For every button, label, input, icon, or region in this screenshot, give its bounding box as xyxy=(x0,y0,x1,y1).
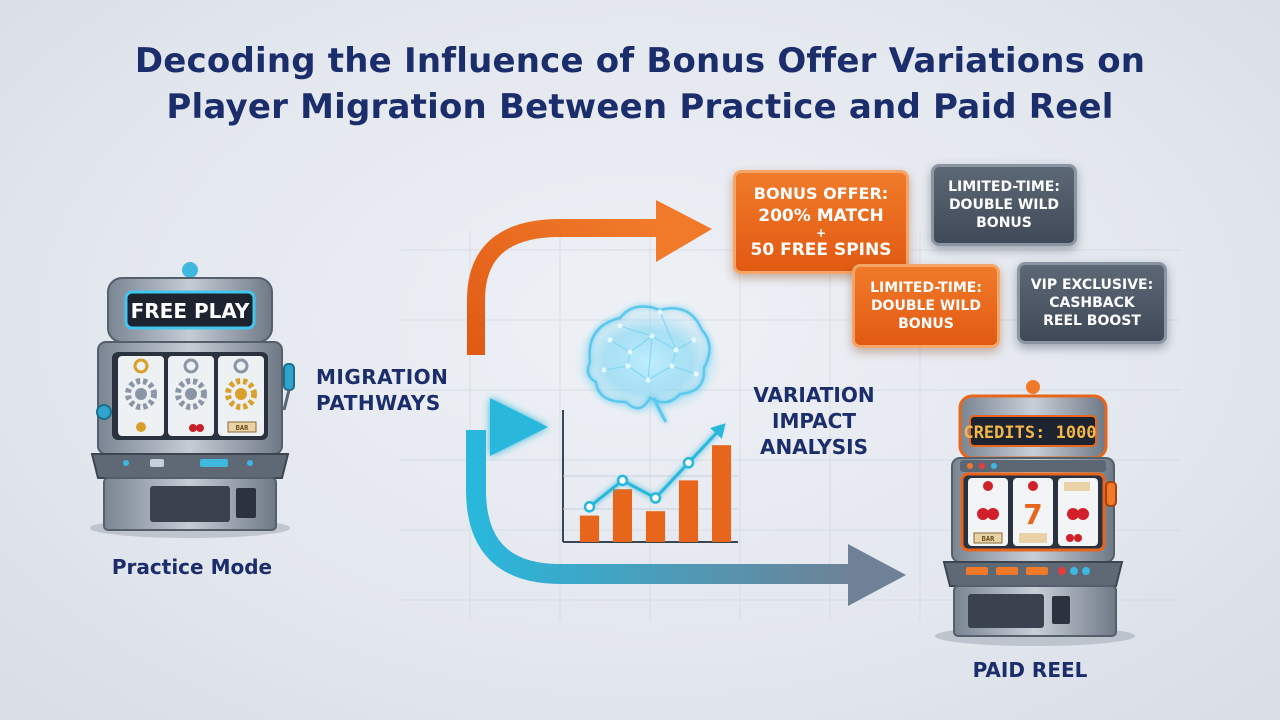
page-title: Decoding the Influence of Bonus Offer Va… xyxy=(40,38,1240,130)
variation-line-2: IMPACT xyxy=(772,409,856,433)
beacon-light xyxy=(182,262,198,278)
limited-time-card-orange: LIMITED-TIME: DOUBLE WILD BONUS xyxy=(852,264,1000,348)
orange-pathway-arrow xyxy=(467,219,660,355)
limited-orange-heading: LIMITED-TIME: xyxy=(870,280,982,296)
trend-point-2 xyxy=(616,474,629,487)
vip-heading: VIP EXCLUSIVE: xyxy=(1030,277,1154,293)
trend-point-3 xyxy=(649,492,662,504)
practice-mode-label: Practice Mode xyxy=(111,555,273,579)
migration-pathways-label: MIGRATION PATHWAYS xyxy=(316,364,486,416)
migration-line-2: PATHWAYS xyxy=(316,391,441,415)
chart-bar-3 xyxy=(645,511,666,542)
cherry-icon-1 xyxy=(977,508,999,520)
gear-icon-2 xyxy=(175,378,207,410)
limited-gray-line-3: BONUS xyxy=(976,215,1032,231)
variation-impact-label: VARIATION IMPACT ANALYSIS xyxy=(724,382,904,460)
vip-line-2: CASHBACK xyxy=(1049,295,1135,311)
seven-symbol: 7 xyxy=(1023,498,1042,531)
trend-arrowhead xyxy=(710,423,726,439)
credits-value: 1000 xyxy=(1056,423,1097,443)
chart-bar-2 xyxy=(612,489,633,542)
limited-gray-heading: LIMITED-TIME: xyxy=(948,179,1060,195)
chart-bar-5 xyxy=(711,445,732,542)
cherry-icon-2 xyxy=(1067,508,1089,520)
paid-bar-symbol: BAR xyxy=(982,535,995,543)
chart-bar-4 xyxy=(678,480,699,542)
orange-arrowhead xyxy=(656,200,712,262)
bonus-offer-card: BONUS OFFER: 200% MATCH + 50 FREE SPINS xyxy=(733,170,909,274)
bonus-offer-heading: BONUS OFFER: xyxy=(753,184,889,203)
bonus-offer-spins: 50 FREE SPINS xyxy=(750,240,892,260)
paid-reel-label: PAID REEL xyxy=(972,658,1088,682)
migration-line-1: MIGRATION xyxy=(316,365,449,389)
limited-gray-line-2: DOUBLE WILD xyxy=(948,197,1060,213)
impact-chart xyxy=(562,410,738,543)
bonus-offer-match: 200% MATCH xyxy=(758,206,884,226)
limited-time-card-gray: LIMITED-TIME: DOUBLE WILD BONUS xyxy=(931,164,1077,246)
limited-orange-line-2: DOUBLE WILD xyxy=(870,298,982,314)
chart-bar-1 xyxy=(579,515,600,542)
credits-label: CREDITS: xyxy=(963,423,1045,443)
slate-arrowhead xyxy=(848,544,906,606)
paid-beacon-light xyxy=(1026,380,1040,394)
trend-point-4 xyxy=(682,457,695,469)
limited-orange-line-3: BONUS xyxy=(898,316,954,332)
brain-icon xyxy=(574,305,722,423)
vip-line-3: REEL BOOST xyxy=(1043,313,1141,329)
teal-arrowhead xyxy=(490,398,548,456)
gear-icon-3 xyxy=(225,378,257,410)
title-line-1: Decoding the Influence of Bonus Offer Va… xyxy=(134,41,1146,81)
bar-symbol: BAR xyxy=(236,424,249,432)
slate-pathway-arrow xyxy=(466,430,852,584)
paid-lever-handle xyxy=(1105,481,1117,507)
credits-display: CREDITS: 1000 xyxy=(963,423,1096,443)
title-line-2: Player Migration Between Practice and Pa… xyxy=(166,87,1114,127)
gear-icon-1 xyxy=(125,378,157,410)
bonus-offer-plus: + xyxy=(815,226,827,240)
trend-point-1 xyxy=(583,501,596,513)
variation-line-3: ANALYSIS xyxy=(759,435,869,459)
free-play-sign: FREE PLAY xyxy=(131,299,250,323)
cherry-icon xyxy=(189,424,197,432)
variation-line-1: VARIATION xyxy=(753,383,875,407)
vip-exclusive-card: VIP EXCLUSIVE: CASHBACK REEL BOOST xyxy=(1017,262,1167,344)
